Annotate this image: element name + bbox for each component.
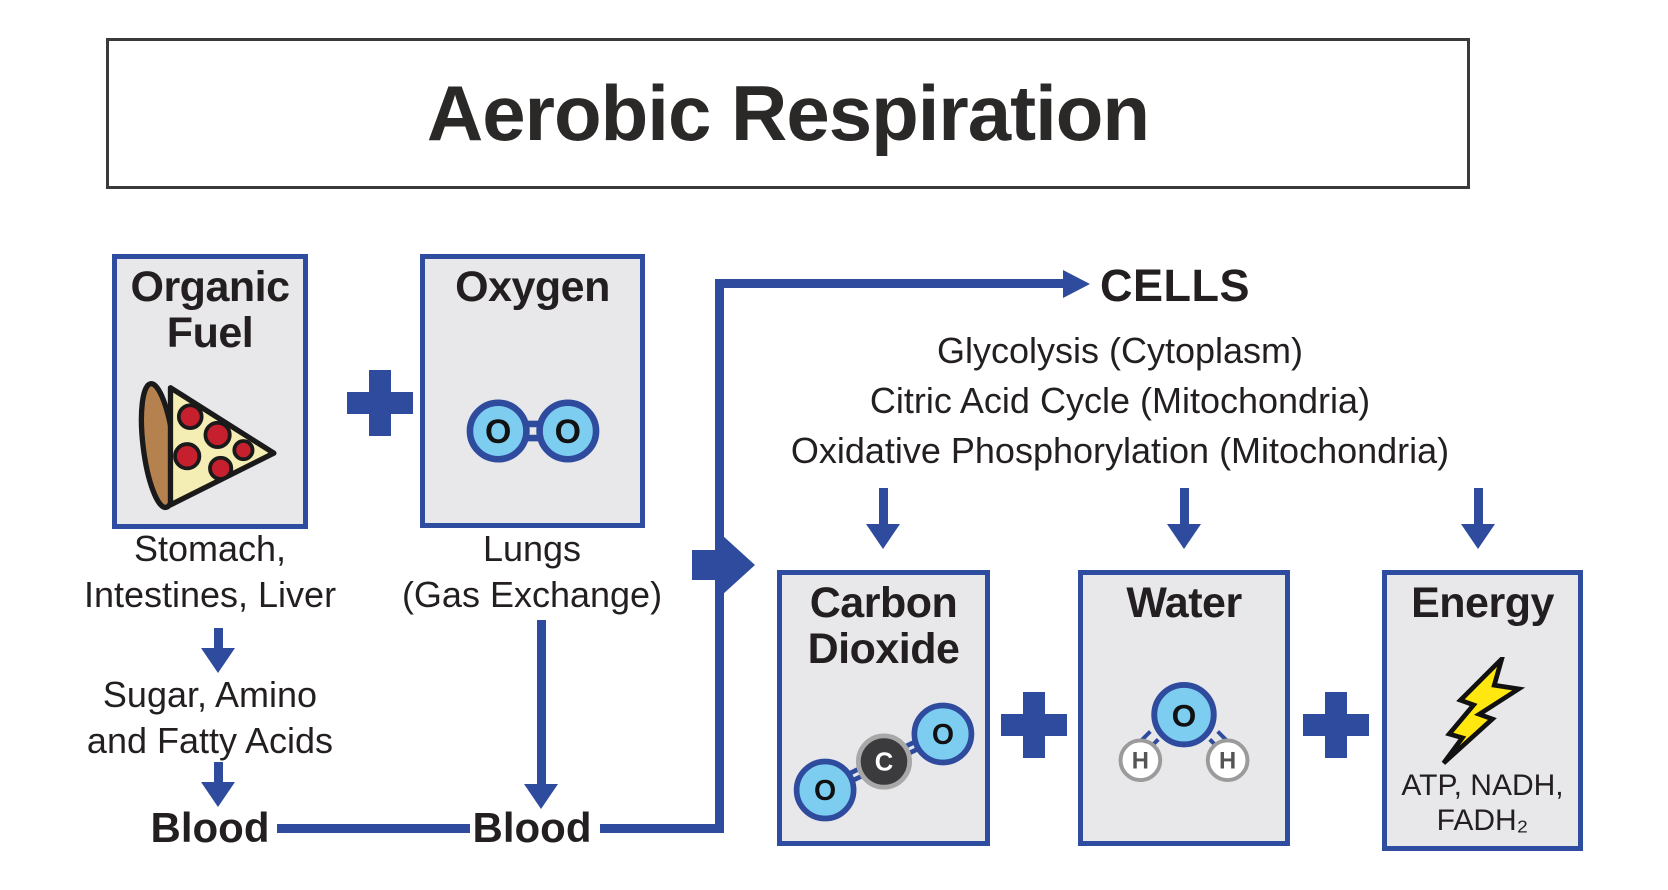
process-citric-acid-cycle: Citric Acid Cycle (Mitochondria): [869, 380, 1371, 421]
arrow-head: [201, 648, 235, 673]
lightning-bolt-icon: [1441, 657, 1525, 765]
lungs-line2: (Gas Exchange): [401, 574, 663, 615]
down-arrow-icon: [524, 620, 558, 809]
arrow-head: [524, 784, 558, 809]
water-atom-label: O: [1172, 698, 1197, 734]
plus-bar-vertical: [369, 370, 391, 436]
cell-processes: Glycolysis (Cytoplasm) Citric Acid Cycle…: [740, 326, 1500, 476]
energy-molecules-text: ATP, NADH, FADH₂: [1387, 768, 1578, 838]
oxygen-atom-label: O: [484, 413, 510, 451]
arrow-shaft: [878, 488, 888, 524]
oxygen-molecule-icon: O O: [466, 399, 599, 463]
nutrients-line2: and Fatty Acids: [86, 720, 334, 761]
carbon-dioxide-label: Carbon Dioxide: [807, 579, 960, 673]
plus-icon: [1303, 692, 1369, 758]
arrow-shaft: [1473, 488, 1483, 524]
oxygen-box: Oxygen O O: [420, 254, 645, 528]
down-arrow-icon: [866, 488, 900, 549]
organic-fuel-box: Organic Fuel: [112, 254, 308, 529]
blood-label-center: Blood: [472, 804, 592, 851]
energy-label: Energy: [1411, 579, 1554, 627]
arrow-shaft: [1179, 488, 1189, 524]
cells-arrow-horizontal-line: [715, 279, 1063, 288]
block-arrow-icon: [692, 535, 755, 595]
nutrients-text: Sugar, Amino and Fatty Acids: [30, 672, 390, 764]
energy-box: Energy ATP, NADH, FADH₂: [1382, 570, 1583, 851]
arrow-head: [1461, 524, 1495, 549]
lungs-text: Lungs (Gas Exchange): [352, 526, 712, 618]
process-oxidative-phosphorylation: Oxidative Phosphorylation (Mitochondria): [790, 430, 1450, 471]
oxygen-atom-label: O: [554, 413, 580, 451]
energy-sub-line2: FADH₂: [1436, 804, 1529, 837]
nutrients-line1: Sugar, Amino: [102, 674, 318, 715]
organic-fuel-label: Organic Fuel: [130, 263, 291, 357]
lungs-line1: Lungs: [482, 528, 582, 569]
water-molecule-icon: O H H: [1118, 681, 1250, 783]
co2-atom-label: O: [814, 775, 836, 807]
plus-icon: [347, 370, 413, 436]
page-title: Aerobic Respiration: [426, 69, 1150, 157]
water-box: Water O H H: [1078, 570, 1290, 846]
arrow-head: [201, 782, 235, 807]
energy-sub-line1: ATP, NADH,: [1401, 769, 1564, 802]
cells-arrow-head: [1063, 270, 1090, 298]
carbon-dioxide-box: Carbon Dioxide O C O: [777, 570, 990, 846]
title-box: Aerobic Respiration: [106, 38, 1470, 189]
organs-line2: Intestines, Liver: [83, 574, 337, 615]
plus-bar-vertical: [1325, 692, 1347, 758]
oxygen-label: Oxygen: [455, 263, 610, 311]
down-arrow-icon: [1167, 488, 1201, 549]
arrow-head: [1167, 524, 1201, 549]
organs-line1: Stomach,: [133, 528, 287, 569]
arrow-shaft: [213, 628, 223, 648]
cells-label: CELLS: [1100, 260, 1251, 311]
organs-text: Stomach, Intestines, Liver: [30, 526, 390, 618]
co2-atom-label: O: [931, 719, 953, 751]
arrow-shaft: [213, 762, 223, 782]
plus-icon: [1001, 692, 1067, 758]
process-glycolysis: Glycolysis (Cytoplasm): [936, 330, 1304, 371]
down-arrow-icon: [201, 628, 235, 673]
arrow-shaft: [536, 620, 546, 784]
arrow-head: [866, 524, 900, 549]
water-atom-label: H: [1219, 748, 1236, 775]
blood-connector-line: [600, 824, 724, 833]
water-label: Water: [1126, 579, 1242, 627]
down-arrow-icon: [201, 762, 235, 807]
water-atom-label: H: [1132, 748, 1149, 775]
blood-connector-line: [277, 824, 470, 833]
blood-label-left: Blood: [150, 804, 270, 851]
plus-bar-vertical: [1023, 692, 1045, 758]
down-arrow-icon: [1461, 488, 1495, 549]
pizza-icon: [138, 381, 277, 511]
co2-molecule-icon: O C O: [793, 702, 974, 822]
co2-atom-label: C: [874, 748, 893, 776]
